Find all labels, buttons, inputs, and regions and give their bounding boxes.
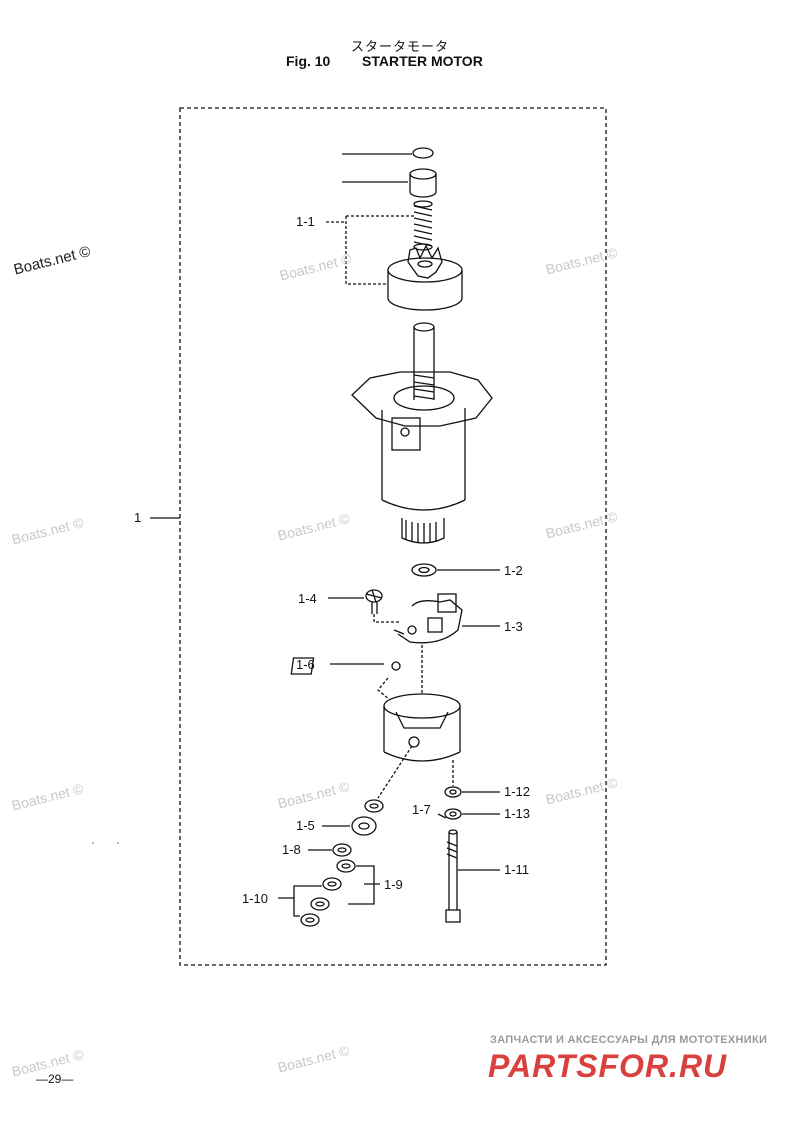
screw-1-4-part <box>365 589 383 614</box>
snap-ring-part <box>412 147 434 159</box>
callout-1-2: 1-2 <box>504 563 523 578</box>
callout-1-6: 1-6 <box>296 657 315 672</box>
callout-1-9: 1-9 <box>384 877 403 892</box>
figure-title: STARTER MOTOR <box>362 53 483 69</box>
callout-1-8: 1-8 <box>282 842 301 857</box>
bracket-1-9 <box>348 865 380 905</box>
callout-1-10: 1-10 <box>242 891 269 906</box>
spring-part <box>413 200 433 251</box>
through-bolt-1-11-part <box>445 829 461 923</box>
callout-1-7: 1-7 <box>412 802 431 817</box>
title-japanese: スタータモータ <box>350 40 449 55</box>
collar-part <box>409 168 437 198</box>
washer-1-8-part <box>332 843 352 857</box>
bracket-1-1 <box>326 215 414 285</box>
callout-1-12: 1-12 <box>504 784 531 799</box>
washer-1-2-part <box>411 563 437 577</box>
armature-shaft-part <box>413 322 435 400</box>
callout-1-5: 1-5 <box>296 818 315 833</box>
callout-1-1: 1-1 <box>296 214 315 229</box>
callout-1-3: 1-3 <box>504 619 523 634</box>
pinion-drive-part <box>387 244 463 311</box>
lockwasher-1-13-part <box>444 808 462 820</box>
nut-plate-1-6-part <box>290 657 401 675</box>
washer-1-12-part <box>444 786 462 798</box>
callout-1: 1 <box>134 510 142 525</box>
callout-1-4: 1-4 <box>298 591 317 606</box>
brush-holder-part <box>393 593 463 644</box>
bracket-1-10 <box>278 885 322 917</box>
nut-set-part <box>300 859 356 927</box>
figure-number: Fig. 10 <box>286 53 331 69</box>
assembly-boundary <box>179 107 607 966</box>
callout-1-11: 1-11 <box>504 862 530 877</box>
end-cover-part <box>383 693 461 762</box>
callout-1-13: 1-13 <box>504 806 531 821</box>
motor-housing-part <box>351 371 493 544</box>
shop-logo: PARTSFOR.RU <box>488 1048 728 1084</box>
page-number: —29— <box>36 1072 74 1086</box>
shop-tagline: ЗАПЧАСТИ И АКСЕССУАРЫ ДЛЯ МОТОТЕХНИКИ <box>490 1034 768 1046</box>
grommet-1-5-part <box>351 799 384 836</box>
